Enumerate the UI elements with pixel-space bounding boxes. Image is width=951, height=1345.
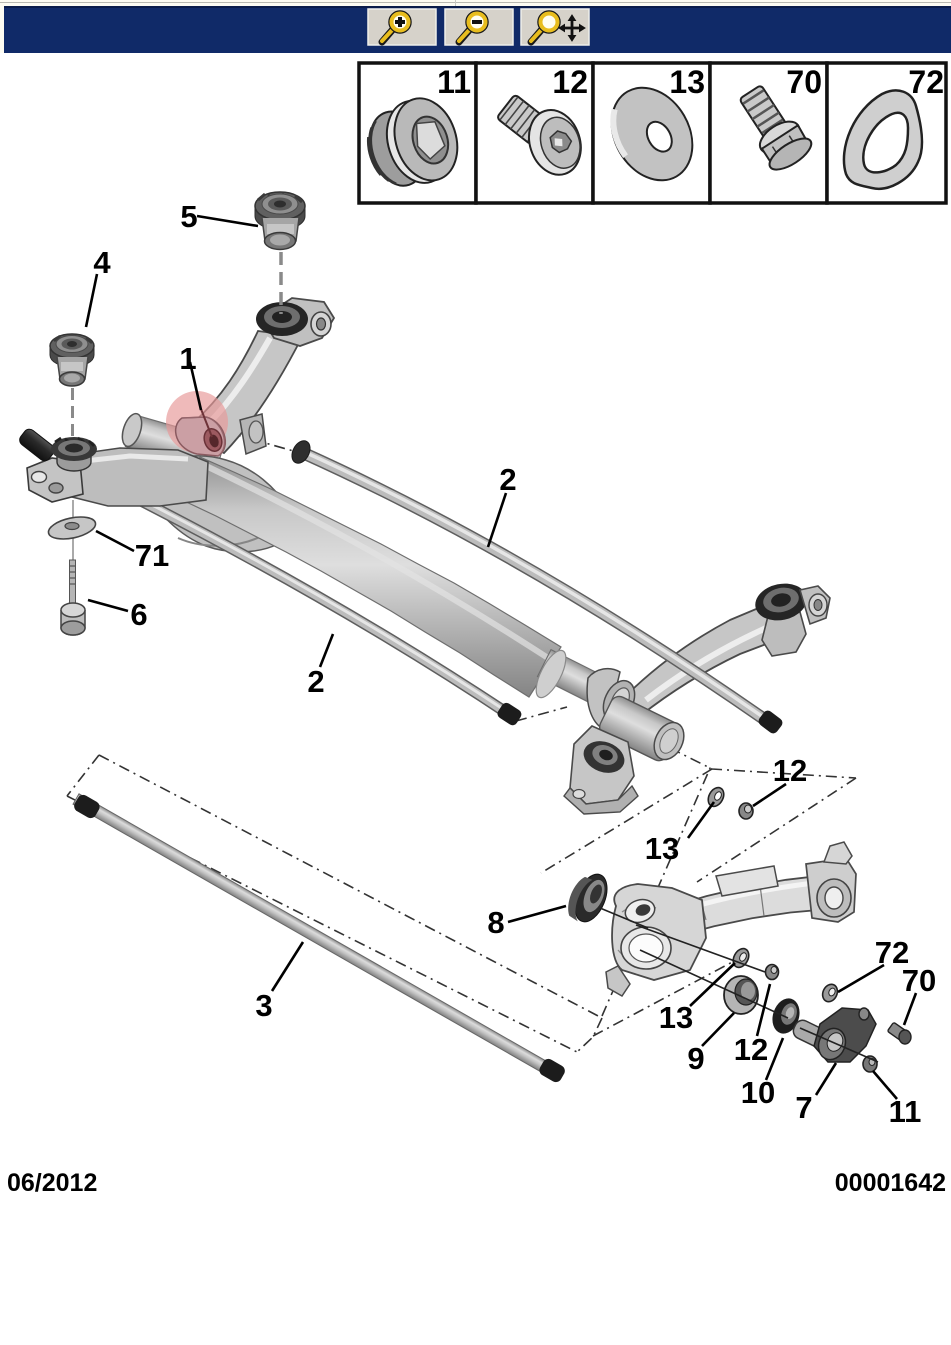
svg-text:8: 8	[487, 905, 504, 940]
svg-text:00001642: 00001642	[835, 1169, 946, 1197]
svg-text:12: 12	[773, 753, 807, 788]
svg-text:70: 70	[786, 64, 822, 100]
svg-text:71: 71	[135, 538, 169, 573]
svg-text:70: 70	[902, 963, 936, 998]
svg-text:72: 72	[875, 935, 909, 970]
svg-text:12: 12	[734, 1032, 768, 1067]
svg-text:3: 3	[255, 988, 272, 1023]
svg-text:11: 11	[437, 64, 471, 100]
svg-text:13: 13	[659, 1000, 693, 1035]
svg-text:10: 10	[741, 1075, 775, 1110]
svg-text:13: 13	[669, 64, 705, 100]
svg-text:72: 72	[908, 64, 944, 100]
svg-text:06/2012: 06/2012	[7, 1169, 97, 1197]
svg-text:1: 1	[179, 341, 196, 376]
svg-text:12: 12	[552, 64, 588, 100]
svg-text:7: 7	[795, 1090, 812, 1125]
svg-text:11: 11	[889, 1094, 922, 1129]
svg-text:4: 4	[93, 245, 111, 280]
svg-text:2: 2	[307, 664, 324, 699]
svg-text:5: 5	[180, 199, 197, 234]
svg-text:2: 2	[499, 462, 516, 497]
svg-text:6: 6	[130, 597, 147, 632]
svg-text:9: 9	[687, 1041, 704, 1076]
svg-text:13: 13	[645, 831, 679, 866]
